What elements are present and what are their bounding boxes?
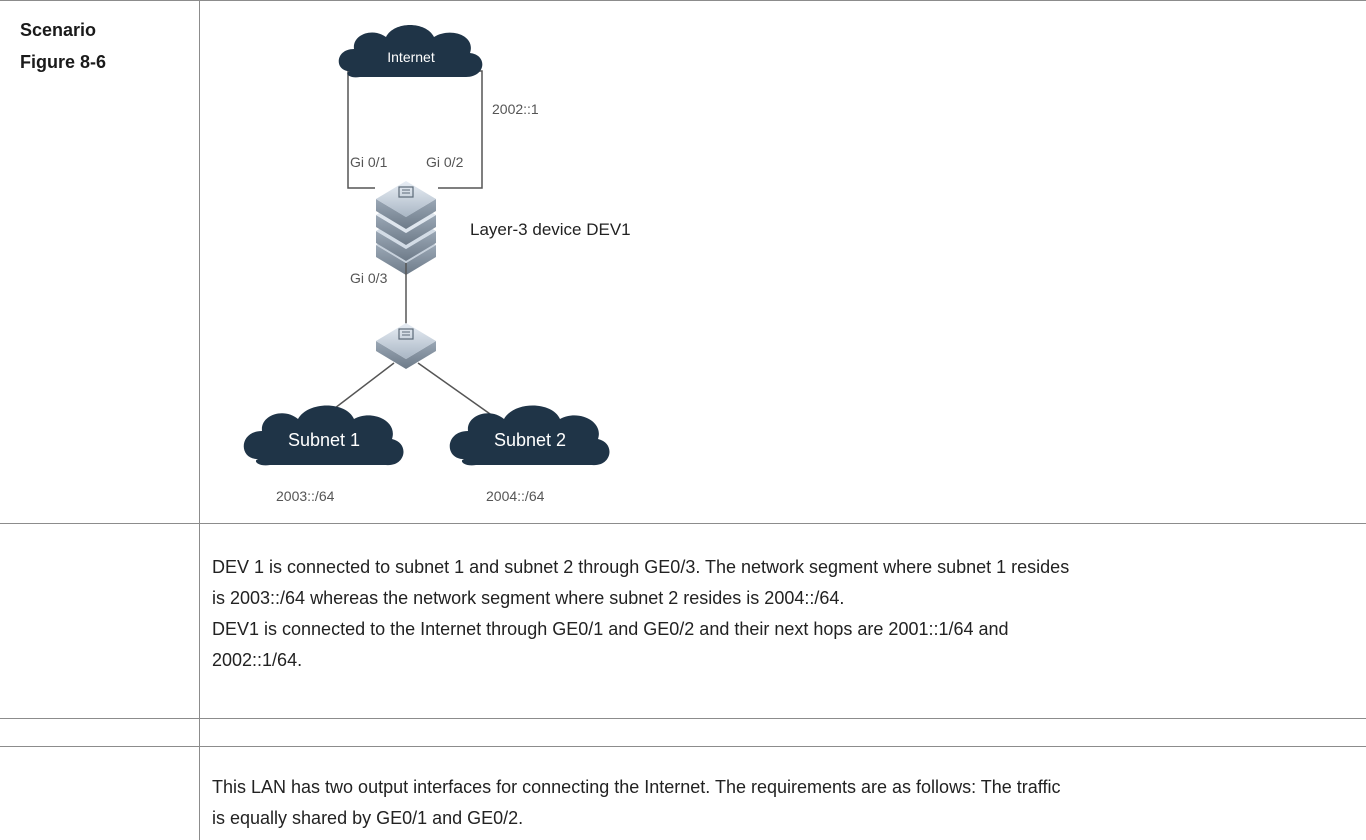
subnet2-cloud-icon: Subnet 2 (449, 405, 610, 466)
scenario-label: Scenario (20, 20, 97, 40)
scenario-description: DEV 1 is connected to subnet 1 and subne… (212, 552, 1357, 676)
requirements-line: is equally shared by GE0/1 and GE0/2. (212, 808, 524, 828)
internet-cloud-icon: Internet (338, 25, 483, 78)
link-gi01 (347, 70, 375, 189)
requirements-text: This LAN has two output interfaces for c… (212, 772, 1357, 834)
internet-label: Internet (387, 49, 435, 65)
device-dev1-label: Layer-3 device DEV1 (470, 220, 631, 239)
table-row-divider (0, 718, 1366, 719)
table-row-divider (0, 746, 1366, 747)
table-column-divider (199, 0, 200, 840)
network-topology-diagram: Internet 2002::1 Gi 0/1 Gi 0/2 Layer-3 d… (243, 25, 631, 504)
port-gi02-label: Gi 0/2 (426, 154, 464, 170)
internet-address-label: 2002::1 (492, 101, 539, 117)
link-gi02 (438, 70, 483, 189)
table-row-divider (0, 523, 1366, 524)
table-border-top (0, 0, 1366, 1)
port-gi03-label: Gi 0/3 (350, 270, 388, 286)
layer3-device-icon (376, 181, 436, 275)
description-line: 2002::1/64. (212, 650, 303, 670)
description-line: DEV1 is connected to the Internet throug… (212, 619, 1009, 639)
subnet1-cloud-icon: Subnet 1 (243, 405, 404, 466)
subnet2-label: Subnet 2 (494, 430, 566, 450)
figure-label: Figure 8-6 (20, 52, 107, 72)
port-gi01-label: Gi 0/1 (350, 154, 388, 170)
description-line: is 2003::/64 whereas the network segment… (212, 588, 845, 608)
subnet1-address-label: 2003::/64 (276, 488, 335, 504)
requirements-line: This LAN has two output interfaces for c… (212, 777, 1061, 797)
subnet1-label: Subnet 1 (288, 430, 360, 450)
access-switch-icon (376, 323, 436, 369)
subnet2-address-label: 2004::/64 (486, 488, 545, 504)
link-subnet2 (417, 362, 501, 422)
description-line: DEV 1 is connected to subnet 1 and subne… (212, 557, 1070, 577)
